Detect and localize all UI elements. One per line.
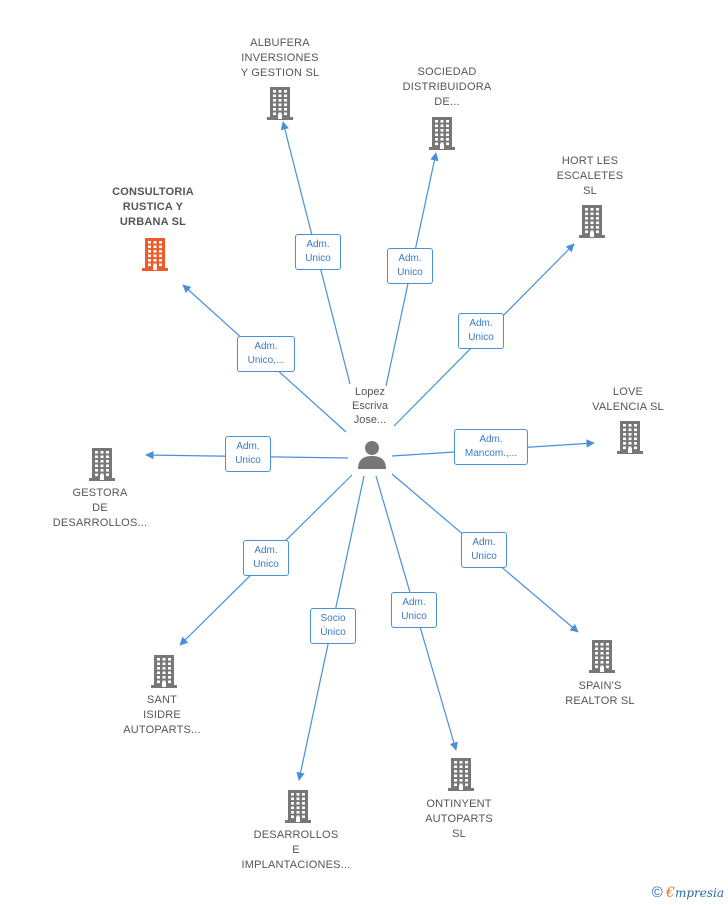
node-label-line: SPAIN'S — [578, 680, 622, 692]
node-label-line: DE... — [434, 96, 460, 108]
edge-label-consultoria[interactable]: Adm. Unico,... — [237, 336, 295, 372]
building-icon[interactable] — [586, 638, 618, 674]
edge-label-line: Unico — [401, 611, 427, 622]
node-label-line: DISTRIBUIDORA — [402, 81, 492, 93]
node-label-consultoria[interactable]: CONSULTORIA RUSTICA Y URBANA SL — [73, 185, 233, 230]
center-label-line: Jose... — [353, 414, 387, 426]
node-label-desarrollos[interactable]: DESARROLLOS E IMPLANTACIONES... — [216, 828, 376, 873]
node-label-line: ONTINYENT — [426, 798, 492, 810]
edge-label-sociedad[interactable]: Adm. Unico — [387, 248, 433, 284]
node-label-hort[interactable]: HORT LES ESCALETES SL — [510, 154, 670, 199]
edge-label-line: Adm. — [398, 253, 422, 264]
edge-label-hort[interactable]: Adm. Unico — [458, 313, 504, 349]
center-person-label[interactable]: Lopez Escriva Jose... — [320, 385, 420, 427]
edge-label-line: Adm. — [402, 597, 426, 608]
building-icon[interactable] — [282, 788, 314, 824]
node-label-line: GESTORA — [72, 487, 128, 499]
edge-label-line: Único — [320, 627, 346, 638]
edge-label-line: Socio — [320, 613, 346, 624]
node-label-line: LOVE — [612, 386, 644, 398]
edge-label-gestora[interactable]: Adm. Unico — [225, 436, 271, 472]
building-icon[interactable] — [148, 653, 180, 689]
building-icon[interactable] — [445, 756, 477, 792]
node-label-line: URBANA SL — [119, 216, 187, 228]
node-label-line: Y GESTION SL — [240, 67, 320, 79]
edge-label-line: Unico — [397, 267, 423, 278]
node-label-line: DESARROLLOS — [253, 829, 339, 841]
edge-label-line: Unico — [235, 455, 261, 466]
edge-label-line: Adm. — [254, 545, 278, 556]
building-icon[interactable] — [576, 203, 608, 239]
building-icon[interactable] — [139, 236, 171, 272]
node-label-line: DESARROLLOS... — [52, 517, 148, 529]
edge-label-line: Adm. — [254, 341, 278, 352]
node-label-line: HORT LES — [561, 155, 619, 167]
node-label-line: REALTOR SL — [565, 695, 635, 707]
node-label-santisidre[interactable]: SANT ISIDRE AUTOPARTS... — [82, 693, 242, 738]
node-label-line: IMPLANTACIONES... — [241, 859, 351, 871]
edge-label-ontinyent[interactable]: Adm. Unico — [391, 592, 437, 628]
person-icon[interactable] — [356, 438, 388, 470]
node-label-gestora[interactable]: GESTORA DE DESARROLLOS... — [20, 486, 180, 531]
node-label-albufera[interactable]: ALBUFERA INVERSIONES Y GESTION SL — [200, 36, 360, 81]
edge-label-love[interactable]: Adm. Mancom.,... — [454, 429, 528, 465]
node-label-line: ESCALETES — [556, 170, 624, 182]
center-label-line: Lopez — [355, 386, 385, 398]
edge-label-line: Adm. — [479, 434, 503, 445]
footer-brand: © €mpresia — [652, 884, 724, 901]
edge-label-santisidre[interactable]: Adm. Unico — [243, 540, 289, 576]
edge-label-line: Adm. — [236, 441, 260, 452]
node-label-line: ALBUFERA — [250, 37, 310, 49]
edge-label-line: Unico — [253, 559, 279, 570]
node-label-line: DE — [92, 502, 108, 514]
node-label-line: RUSTICA Y — [122, 201, 184, 213]
edge-label-line: Adm. — [472, 537, 496, 548]
node-label-ontinyent[interactable]: ONTINYENT AUTOPARTS SL — [379, 797, 539, 842]
node-label-line: SL — [583, 185, 597, 197]
edge-label-line: Unico — [468, 332, 494, 343]
brand-logo-initial: € — [666, 885, 675, 901]
node-label-love[interactable]: LOVE VALENCIA SL — [548, 385, 708, 415]
copyright-icon: © — [651, 884, 663, 901]
node-label-line: VALENCIA SL — [592, 401, 664, 413]
node-label-line: CONSULTORIA — [112, 186, 194, 198]
node-label-sociedad[interactable]: SOCIEDAD DISTRIBUIDORA DE... — [367, 65, 527, 110]
node-label-line: E — [292, 844, 300, 856]
edge-label-line: Mancom.,... — [464, 448, 518, 459]
building-icon[interactable] — [86, 446, 118, 482]
building-icon[interactable] — [426, 115, 458, 151]
edge-label-albufera[interactable]: Adm. Unico — [295, 234, 341, 270]
edge-label-line: Unico — [305, 253, 331, 264]
node-label-line: ISIDRE — [143, 709, 181, 721]
node-label-line: INVERSIONES — [241, 52, 319, 64]
edge-label-line: Adm. — [306, 239, 330, 250]
edge-label-line: Unico — [471, 551, 497, 562]
node-label-line: SL — [452, 828, 466, 840]
node-label-line: SOCIEDAD — [417, 66, 477, 78]
edge-label-line: Unico,... — [247, 355, 285, 366]
edge-label-spains[interactable]: Adm. Unico — [461, 532, 507, 568]
center-label-line: Escriva — [351, 400, 389, 412]
node-label-line: AUTOPARTS — [425, 813, 493, 825]
building-icon[interactable] — [614, 419, 646, 455]
edge-label-line: Adm. — [469, 318, 493, 329]
node-label-line: AUTOPARTS... — [123, 724, 201, 736]
building-icon[interactable] — [264, 85, 296, 121]
node-label-line: SANT — [146, 694, 178, 706]
node-label-spains[interactable]: SPAIN'S REALTOR SL — [520, 679, 680, 709]
brand-logo-text: mpresia — [674, 886, 724, 900]
